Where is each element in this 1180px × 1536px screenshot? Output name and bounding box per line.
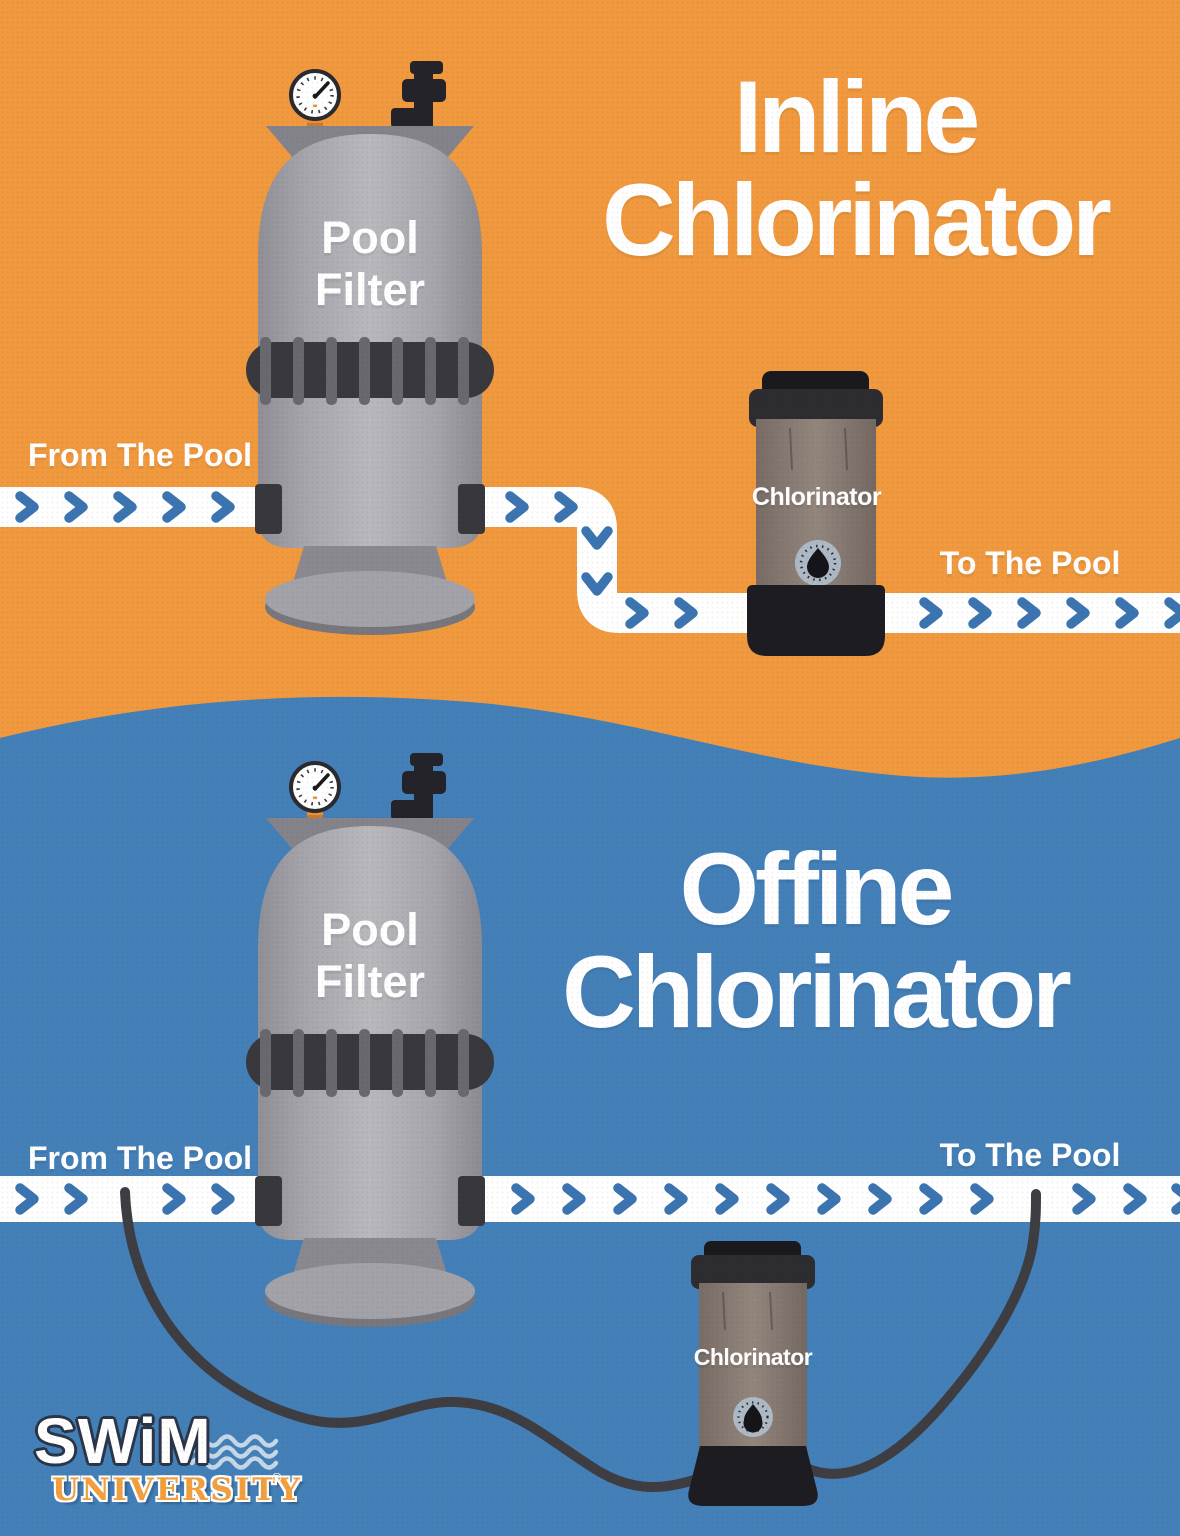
chlorinator-dial-icon	[733, 1397, 773, 1437]
filter-label-line1: Pool	[321, 212, 419, 263]
chlorinator-dial-icon	[795, 540, 841, 586]
chlorinator-base	[747, 585, 885, 656]
chlorinator-cap	[749, 389, 883, 427]
inline-title-line1: Inline	[733, 60, 980, 174]
offline-section-title: Offine Chlorinator	[470, 838, 1160, 1044]
inline-to-pool-label: To The Pool	[939, 545, 1121, 581]
inline-section-title: Inline Chlorinator	[510, 66, 1180, 272]
chlorinator-cap	[691, 1255, 815, 1289]
inline-title-line2: Chlorinator	[602, 163, 1112, 277]
pool-filter-illustration-top	[244, 59, 496, 637]
offline-pool-filter-label: Pool Filter	[280, 904, 460, 1008]
logo-waves-icon	[189, 1434, 279, 1470]
inline-pool-filter-label: Pool Filter	[280, 212, 460, 316]
inline-chlorinator-label: Chlorinator	[751, 483, 882, 511]
inline-chlorinator-device	[747, 371, 885, 656]
offline-hose-right	[801, 1189, 1041, 1479]
offline-to-pool-label: To The Pool	[939, 1137, 1121, 1173]
brand-logo-swim: SWiM	[34, 1405, 212, 1477]
brand-logo-university: UNIVERSITY	[52, 1472, 303, 1508]
offline-hose-left	[120, 1187, 705, 1493]
offline-title-line2: Chlorinator	[562, 935, 1072, 1049]
offline-title-line1: Offine	[679, 832, 955, 946]
filter-label-line1: Pool	[321, 904, 419, 955]
registered-trademark-mark: ®	[272, 1470, 282, 1485]
filter-label-line2: Filter	[314, 264, 426, 315]
offline-chlorinator-device	[688, 1241, 818, 1506]
inline-from-pool-label: From The Pool	[28, 437, 252, 473]
offline-from-pool-label: From The Pool	[28, 1140, 252, 1176]
chlorinator-base	[688, 1446, 818, 1506]
offline-chlorinator-label: Chlorinator	[693, 1344, 813, 1370]
inline-pipe	[0, 487, 1180, 633]
filter-label-line2: Filter	[314, 956, 426, 1007]
